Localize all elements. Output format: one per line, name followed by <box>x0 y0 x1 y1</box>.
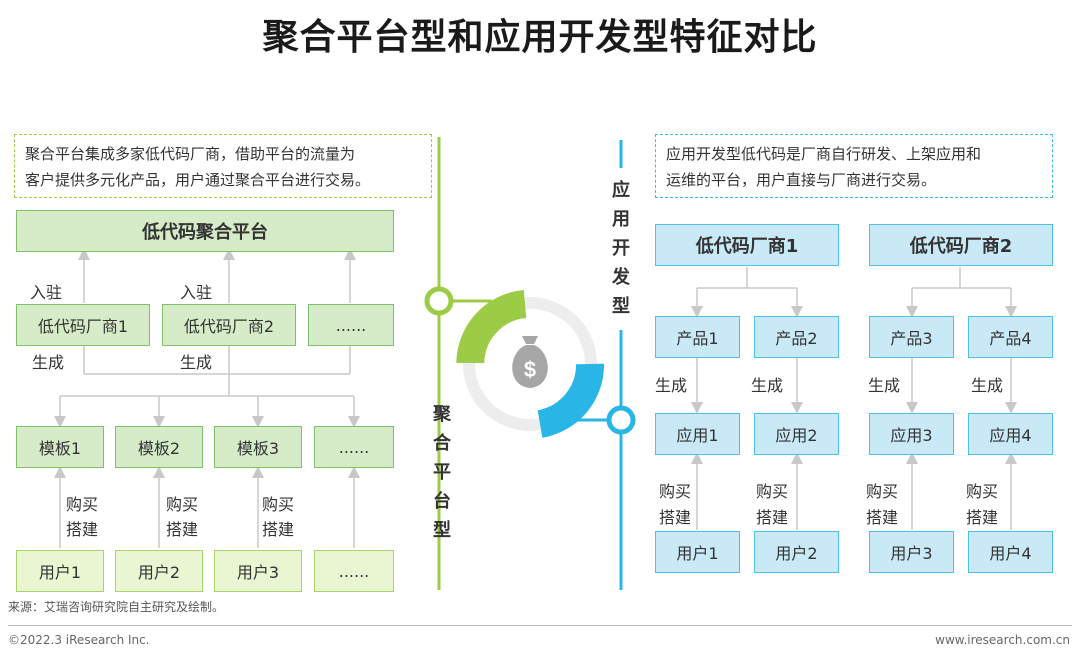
generate-label-1: 生成 <box>32 353 65 372</box>
left-user-1: 用户1 <box>16 550 104 592</box>
product-4: 产品4 <box>968 316 1053 358</box>
left-vendor-2: 低代码厂商2 <box>162 304 296 346</box>
left-user-2: 用户2 <box>115 550 203 592</box>
right-buy-label-2: 购买 <box>756 482 789 501</box>
footer-divider <box>8 625 1072 626</box>
green-node-circle <box>424 286 454 316</box>
right-user-2: 用户2 <box>754 531 839 573</box>
right-generate-label-1: 生成 <box>655 376 688 395</box>
buy-label-2: 购买 <box>166 495 199 514</box>
product-2: 产品2 <box>754 316 839 358</box>
left-user-more: ...... <box>314 550 394 592</box>
build-label-3: 搭建 <box>262 520 295 539</box>
right-buy-label-3: 购买 <box>866 482 899 501</box>
left-user-3: 用户3 <box>214 550 302 592</box>
left-description-line1: 聚合平台集成多家低代码厂商，借助平台的流量为 <box>25 145 356 163</box>
right-vendor-1: 低代码厂商1 <box>655 224 839 266</box>
template-more: ...... <box>314 426 394 468</box>
page-title: 聚合平台型和应用开发型特征对比 <box>262 17 818 58</box>
money-bag-icon: $ <box>512 336 548 388</box>
svg-text:$: $ <box>524 357 536 382</box>
template-2: 模板2 <box>115 426 203 468</box>
enter-label-2: 入驻 <box>180 283 213 302</box>
left-vendor-more: ...... <box>308 304 394 346</box>
left-vertical-label: 聚 合 平 台 型 <box>433 404 451 541</box>
product-3: 产品3 <box>869 316 954 358</box>
right-description-line1: 应用开发型低代码是厂商自行研发、上架应用和 <box>666 145 982 163</box>
donut-blue-arc <box>537 363 604 438</box>
right-user-1: 用户1 <box>655 531 740 573</box>
copyright: ©2022.3 iResearch Inc. <box>8 633 150 647</box>
right-build-label-3: 搭建 <box>866 508 899 527</box>
right-user-4: 用户4 <box>968 531 1053 573</box>
blue-node-circle <box>606 405 636 435</box>
template-1: 模板1 <box>16 426 104 468</box>
app-3: 应用3 <box>869 413 954 455</box>
right-description-line2: 运维的平台，用户直接与厂商进行交易。 <box>666 171 937 189</box>
right-buy-label-1: 购买 <box>659 482 692 501</box>
enter-label-1: 入驻 <box>30 283 63 302</box>
left-description: 聚合平台集成多家低代码厂商，借助平台的流量为 客户提供多元化产品，用户通过聚合平… <box>14 134 432 198</box>
build-label-2: 搭建 <box>166 520 199 539</box>
right-buy-label-4: 购买 <box>966 482 999 501</box>
right-build-label-1: 搭建 <box>659 508 692 527</box>
right-vendor-2: 低代码厂商2 <box>869 224 1053 266</box>
right-build-label-4: 搭建 <box>966 508 999 527</box>
app-4: 应用4 <box>968 413 1053 455</box>
right-generate-label-3: 生成 <box>868 376 901 395</box>
right-generate-label-2: 生成 <box>751 376 784 395</box>
buy-label-3: 购买 <box>262 495 295 514</box>
buy-label-1: 购买 <box>66 495 99 514</box>
right-description: 应用开发型低代码是厂商自行研发、上架应用和 运维的平台，用户直接与厂商进行交易。 <box>655 134 1053 198</box>
right-vertical-label: 应 用 开 发 型 <box>612 180 630 317</box>
left-vendor-1: 低代码厂商1 <box>16 304 150 346</box>
left-description-line2: 客户提供多元化产品，用户通过聚合平台进行交易。 <box>25 171 371 189</box>
donut-green-arc <box>456 290 527 364</box>
right-user-3: 用户3 <box>869 531 954 573</box>
build-label-1: 搭建 <box>66 520 99 539</box>
app-1: 应用1 <box>655 413 740 455</box>
right-generate-label-4: 生成 <box>971 376 1004 395</box>
product-1: 产品1 <box>655 316 740 358</box>
source-note: 来源：艾瑞咨询研究院自主研究及绘制。 <box>8 600 225 614</box>
aggregation-platform-box: 低代码聚合平台 <box>16 210 394 252</box>
template-3: 模板3 <box>214 426 302 468</box>
right-build-label-2: 搭建 <box>756 508 789 527</box>
website-link[interactable]: www.iresearch.com.cn <box>935 633 1070 647</box>
app-2: 应用2 <box>754 413 839 455</box>
generate-label-2: 生成 <box>180 353 213 372</box>
